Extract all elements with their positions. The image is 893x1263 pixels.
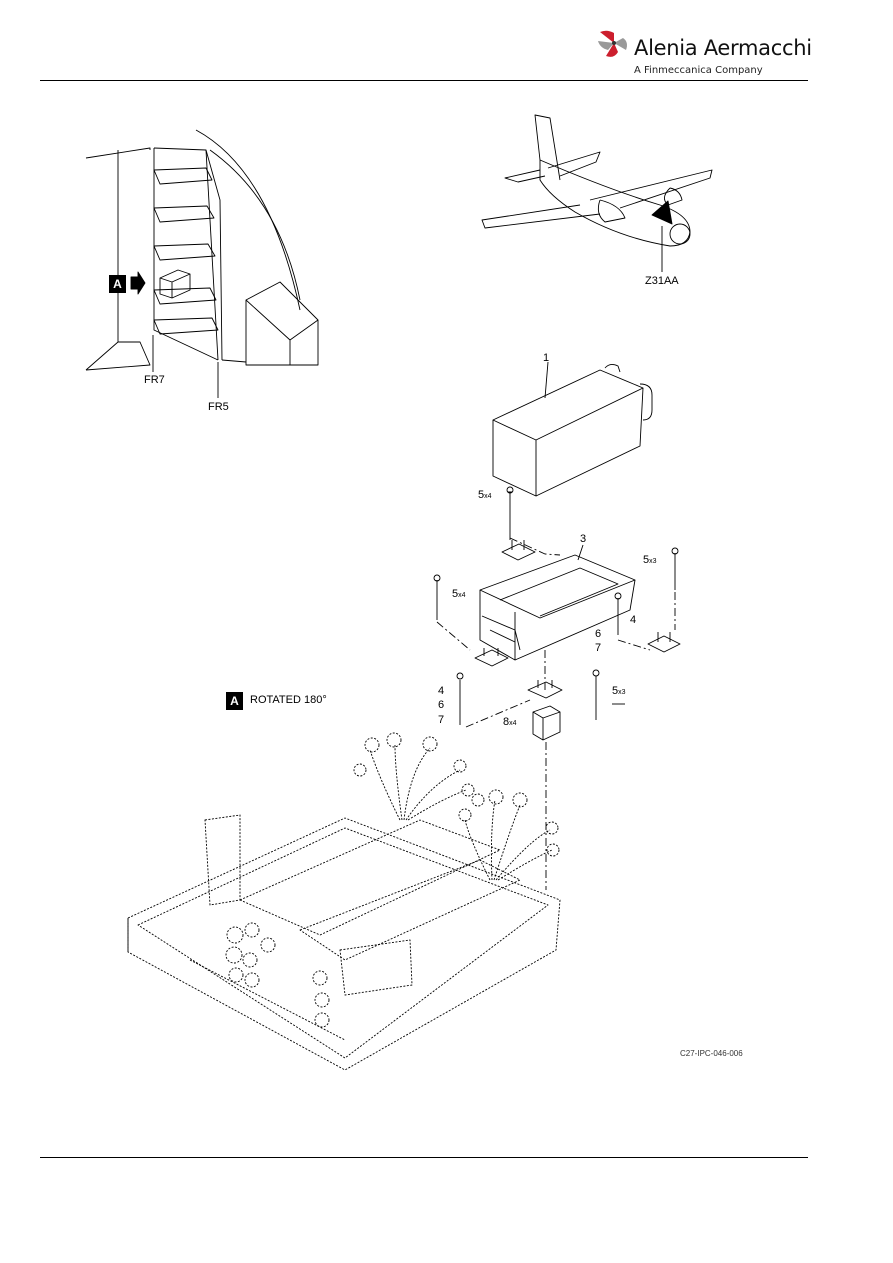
frame-label-fr5: FR5 [208, 401, 229, 413]
callout-6-left: 6 [438, 699, 445, 711]
callout-3: 3 [580, 533, 587, 545]
company-name: Alenia Aermacchi [634, 36, 812, 60]
base-panel [127, 732, 561, 1071]
view-a-marker: A [109, 275, 126, 293]
callout-6-right: 6 [595, 628, 602, 640]
view-a-caption-marker: A [226, 692, 243, 710]
lower-fasteners [456, 669, 625, 890]
company-tagline: A Finmeccanica Company [634, 65, 763, 76]
item-3-tray [433, 486, 681, 690]
callout-5-top: 5x4 [478, 489, 492, 501]
callout-4-right: 4 [630, 614, 637, 626]
callout-5-bottom: 5x3 [612, 685, 626, 697]
zone-label: Z31AA [645, 275, 679, 287]
header-rule [40, 80, 808, 81]
callout-8: 8x4 [503, 716, 517, 728]
footer-rule [40, 1157, 808, 1158]
callout-5-right: 5x3 [643, 554, 657, 566]
item-1-unit [492, 361, 653, 497]
company-logo: Alenia Aermacchi A Finmeccanica Company [596, 24, 812, 82]
frame-label-fr7: FR7 [144, 374, 165, 386]
aircraft-locator-view [481, 114, 713, 272]
callout-1: 1 [543, 352, 550, 364]
callout-7-left: 7 [438, 714, 445, 726]
callout-7-right: 7 [595, 642, 602, 654]
rack-locator-view [85, 129, 319, 398]
callout-5-left: 5x4 [452, 588, 466, 600]
drawing-code: C27-IPC-046-006 [680, 1049, 743, 1058]
callout-4-left: 4 [438, 685, 445, 697]
propeller-logo-icon [598, 30, 627, 57]
rotated-caption: ROTATED 180° [250, 694, 327, 706]
